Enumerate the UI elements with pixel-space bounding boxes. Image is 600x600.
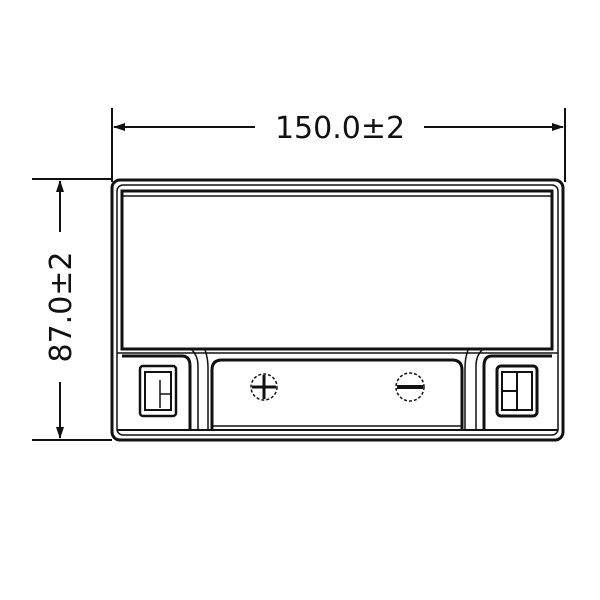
outer-case <box>110 178 565 442</box>
minus-circle-icon <box>395 372 425 402</box>
lid-top-panel <box>120 189 554 351</box>
right-terminal-compartment <box>482 354 552 430</box>
plus-circle-icon <box>250 373 278 401</box>
battery-body <box>110 178 565 442</box>
height-label: 87.0±2 <box>44 251 79 362</box>
width-label: 150.0±2 <box>275 111 405 146</box>
height-dimension <box>32 178 112 441</box>
center-label-panel <box>210 358 464 430</box>
left-terminal-compartment <box>122 354 192 430</box>
outer-case-inner-edge <box>116 184 559 436</box>
width-dimension <box>111 108 566 182</box>
right-terminal <box>495 364 539 418</box>
left-terminal <box>138 364 178 418</box>
